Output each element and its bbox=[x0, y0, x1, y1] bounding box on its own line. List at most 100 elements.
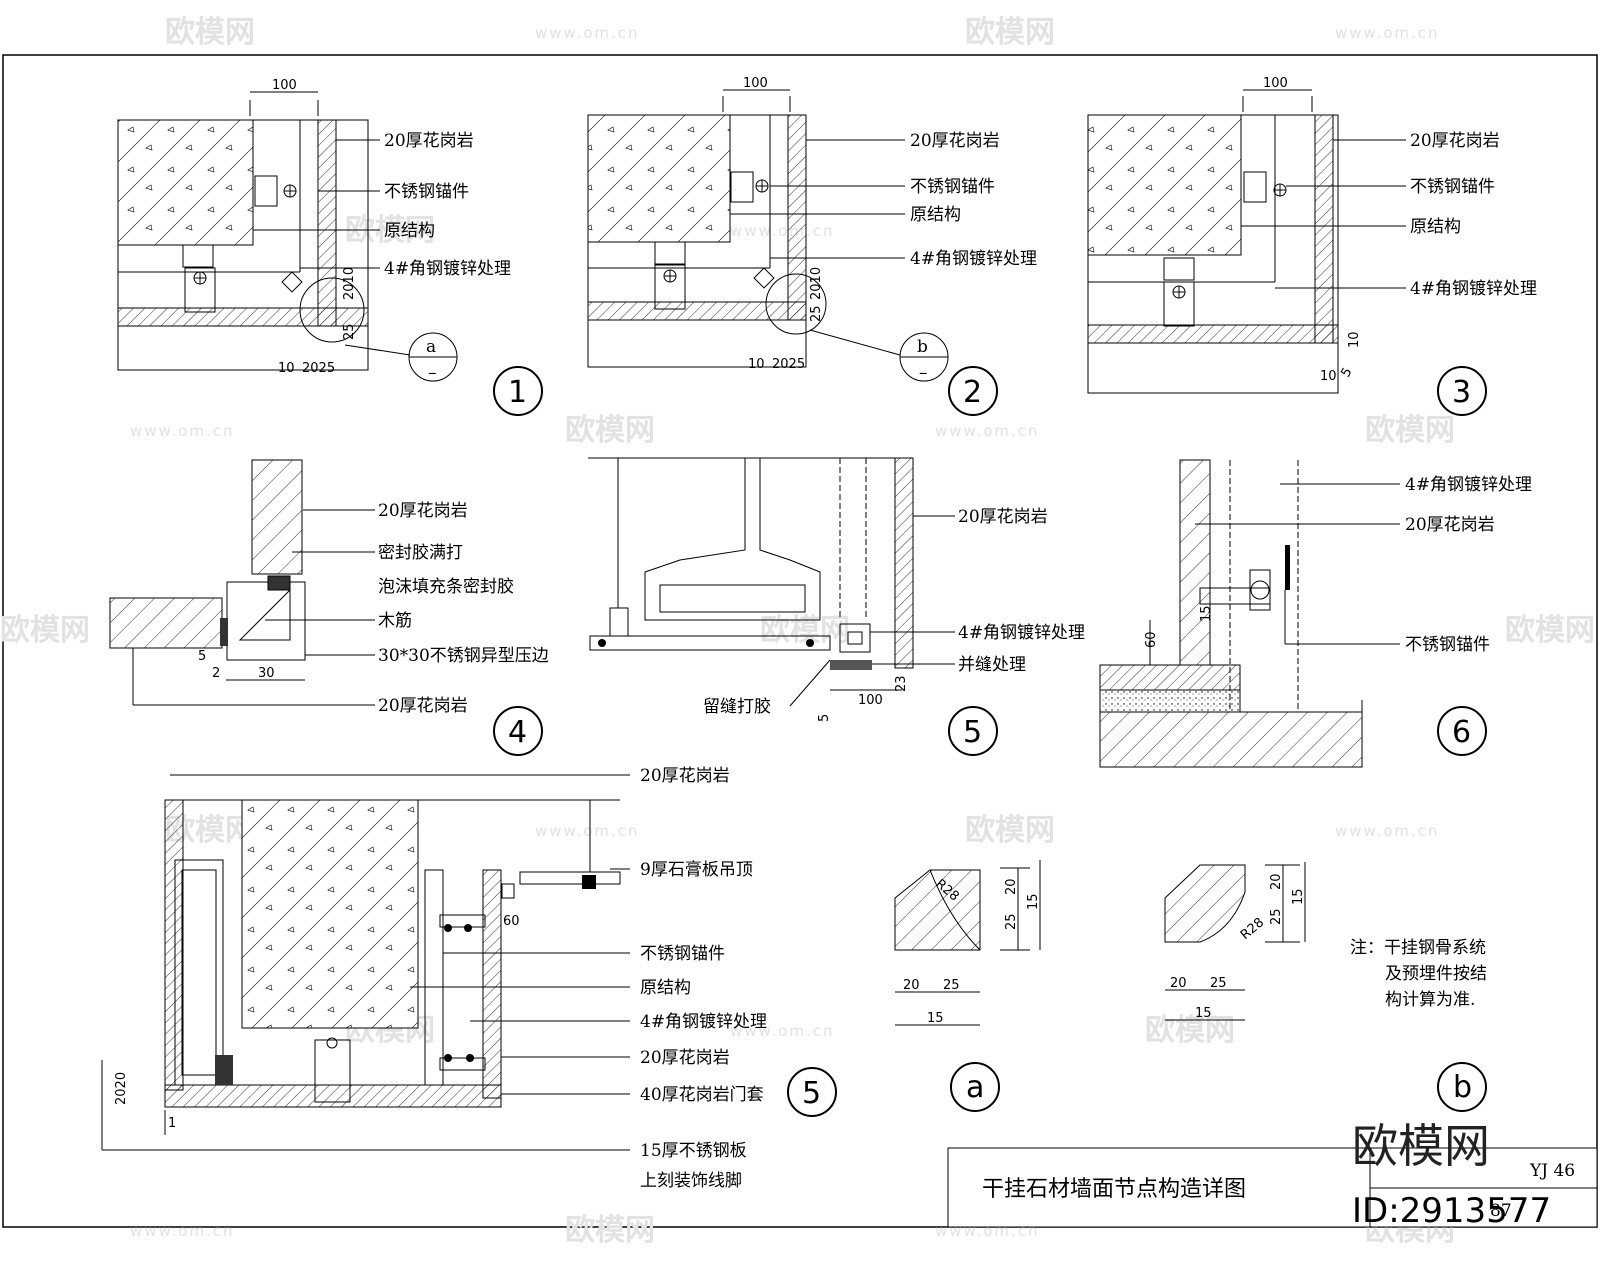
watermark-site: www.om.cn bbox=[730, 222, 835, 240]
dim-100: 100 bbox=[743, 76, 768, 91]
detail-number: 1 bbox=[508, 375, 527, 410]
dim-100: 100 bbox=[858, 693, 883, 708]
label-angle-steel: 4#角钢镀锌处理 bbox=[1410, 279, 1537, 299]
dim-30: 30 bbox=[258, 666, 275, 681]
detail-number: 5 bbox=[802, 1076, 821, 1111]
label-orig-struct: 原结构 bbox=[640, 978, 691, 998]
dim-10: 10 bbox=[278, 361, 295, 376]
dim-15: 15 bbox=[1291, 888, 1306, 905]
watermark-brand: 欧模网 bbox=[0, 613, 90, 648]
label-granite40: 40厚花岗岩门套 bbox=[640, 1085, 764, 1105]
label-angle-steel: 4#角钢镀锌处理 bbox=[384, 259, 511, 279]
detail-5-ceiling: 20厚花岗岩 4#角钢镀锌处理 并缝处理 留缝打胶 100 23 5 5 bbox=[588, 457, 1085, 756]
detail-number: 5 bbox=[963, 715, 982, 750]
page-number: 87 bbox=[1490, 1201, 1512, 1221]
detail-3: 100 10 10 5 20厚花岗岩 不锈钢锚件 原结构 4#角钢镀锌处理 3 bbox=[1087, 76, 1537, 416]
detail-number: 4 bbox=[508, 715, 527, 750]
detail-number: 2 bbox=[963, 375, 982, 410]
detail-b: 20 25 15 R28 20 25 15 注：干挂钢骨系统 及预埋件按结 构计… bbox=[1164, 862, 1487, 1112]
svg-text:–: – bbox=[428, 363, 437, 383]
title-block: 干挂石材墙面节点构造详图 YJ 46 87 欧模网 ID:2913577 bbox=[947, 1119, 1598, 1231]
detail-6: 60 15 4#角钢镀锌处理 20厚花岗岩 不锈钢锚件 6 bbox=[1099, 459, 1532, 768]
label-ss-anchor: 不锈钢锚件 bbox=[1405, 635, 1490, 655]
drawing-number: YJ 46 bbox=[1529, 1161, 1575, 1181]
dim-23: 23 bbox=[894, 675, 909, 692]
dim-15: 15 bbox=[1199, 605, 1214, 622]
detail-number: a bbox=[966, 1070, 984, 1105]
label-angle-steel: 4#角钢镀锌处理 bbox=[640, 1012, 767, 1032]
watermark-brand: 欧模网 bbox=[1365, 413, 1455, 448]
dim-20: 20 bbox=[903, 978, 920, 993]
callout-b: b bbox=[917, 337, 928, 357]
detail-5-door-jamb: 60 20厚花岗岩 9厚石膏板吊顶 不锈钢锚件 原结构 4#角钢镀锌处理 20厚… bbox=[101, 766, 837, 1191]
dim-60: 60 bbox=[503, 914, 520, 929]
dim-5: 5 bbox=[1338, 365, 1355, 380]
label-sealant-full: 密封胶满打 bbox=[378, 543, 463, 563]
detail-1: 100 10 2025 2010 25 20厚花岗岩 不锈钢锚件 原结构 4#角… bbox=[117, 78, 543, 416]
label-granite: 20厚花岗岩 bbox=[378, 696, 468, 716]
label-granite: 20厚花岗岩 bbox=[1410, 131, 1500, 151]
label-granite: 20厚花岗岩 bbox=[640, 1048, 730, 1068]
dim-25: 25 bbox=[1210, 976, 1227, 991]
detail-number: b bbox=[1453, 1070, 1472, 1105]
svg-text:–: – bbox=[919, 363, 928, 383]
label-gypsum: 9厚石膏板吊顶 bbox=[640, 859, 753, 880]
watermark-brand: 欧模网 bbox=[565, 413, 655, 448]
label-granite: 20厚花岗岩 bbox=[384, 131, 474, 151]
dim-2025: 2025 bbox=[772, 357, 805, 372]
label-granite: 20厚花岗岩 bbox=[1405, 515, 1495, 535]
note-line-1: 注：干挂钢骨系统 bbox=[1350, 938, 1486, 958]
label-granite: 20厚花岗岩 bbox=[378, 501, 468, 521]
dim-5: 5 bbox=[198, 649, 206, 664]
watermark-brand: 欧模网 bbox=[1145, 1013, 1235, 1048]
label-angle-steel: 4#角钢镀锌处理 bbox=[910, 249, 1037, 269]
label-angle-steel: 4#角钢镀锌处理 bbox=[958, 623, 1085, 643]
dim-2: 2 bbox=[212, 666, 220, 681]
stamp-brand: 欧模网 bbox=[1352, 1119, 1490, 1173]
dim-5: 5 bbox=[817, 714, 832, 722]
watermark-brand: 欧模网 bbox=[965, 813, 1055, 848]
label-orig-struct: 原结构 bbox=[1410, 217, 1461, 237]
dim-25: 25 bbox=[943, 978, 960, 993]
watermark-brand: 欧模网 bbox=[165, 15, 255, 50]
dim-100: 100 bbox=[272, 78, 297, 93]
label-ss-plate: 15厚不锈钢板 bbox=[640, 1141, 747, 1161]
sheet-border bbox=[2, 54, 1598, 1228]
watermark-site: www.om.cn bbox=[535, 822, 640, 840]
label-ss-profile: 30*30不锈钢异型压边 bbox=[378, 646, 549, 666]
dim-15: 15 bbox=[927, 1011, 944, 1026]
dim-2020: 2020 bbox=[114, 1072, 129, 1105]
label-angle-steel: 4#角钢镀锌处理 bbox=[1405, 475, 1532, 495]
label-granite: 20厚花岗岩 bbox=[910, 131, 1000, 151]
dim-1: 1 bbox=[168, 1116, 176, 1131]
dim-10: 10 bbox=[748, 357, 765, 372]
note-line-2: 及预埋件按结 bbox=[1385, 964, 1487, 984]
watermark-site: www.om.cn bbox=[1335, 24, 1440, 42]
dim-60: 60 bbox=[1144, 631, 1159, 648]
dim-20: 20 bbox=[1004, 878, 1019, 895]
dim-20: 20 bbox=[1269, 873, 1284, 890]
watermark-brand: 欧模网 bbox=[565, 1213, 655, 1248]
dim-15: 15 bbox=[1195, 1006, 1212, 1021]
watermark-site: www.om.cn bbox=[935, 422, 1040, 440]
detail-4: 20厚花岗岩 密封胶满打 泡沫填充条密封胶 木筋 30*30不锈钢异型压边 20… bbox=[109, 459, 549, 756]
note-line-3: 构计算为准. bbox=[1385, 990, 1475, 1010]
dim-100: 100 bbox=[1263, 76, 1288, 91]
watermark-site: www.om.cn bbox=[730, 1022, 835, 1040]
label-ss-anchor: 不锈钢锚件 bbox=[384, 182, 469, 202]
watermark-brand: 欧模网 bbox=[965, 15, 1055, 50]
label-ss-anchor: 不锈钢锚件 bbox=[640, 944, 725, 964]
watermark-site: www.om.cn bbox=[130, 1222, 235, 1240]
dim-10: 10 bbox=[1320, 369, 1337, 384]
callout-a: a bbox=[426, 337, 436, 357]
watermark-brand: 欧模网 bbox=[1505, 613, 1595, 648]
label-orig-struct: 原结构 bbox=[384, 221, 435, 241]
watermark-site: www.om.cn bbox=[535, 24, 640, 42]
label-granite: 20厚花岗岩 bbox=[958, 507, 1048, 527]
detail-number: 3 bbox=[1452, 375, 1471, 410]
stamp-id: ID:2913577 bbox=[1352, 1191, 1551, 1231]
label-foam-fill: 泡沫填充条密封胶 bbox=[378, 577, 514, 597]
watermark-brand: 欧模网 bbox=[760, 613, 850, 648]
dim-25: 25 bbox=[342, 323, 357, 340]
